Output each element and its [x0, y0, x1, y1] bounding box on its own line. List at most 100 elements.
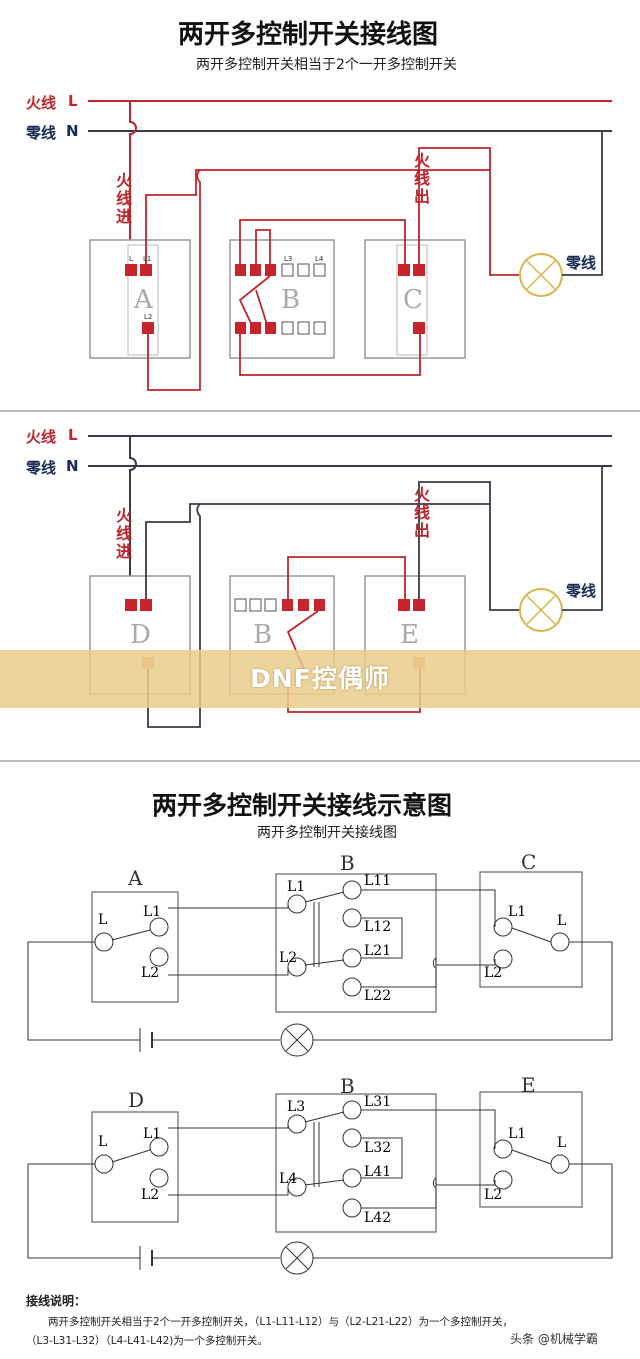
switch-e-label: E — [521, 1073, 536, 1097]
lamp-cross — [285, 1028, 309, 1052]
switch-d-box — [91, 1111, 179, 1223]
wire — [361, 1137, 403, 1179]
neutral-letter: N — [66, 122, 79, 140]
terminal — [282, 599, 293, 611]
traveler-wire — [239, 334, 421, 376]
traveler-wire — [255, 229, 271, 264]
switch-a-box — [91, 891, 179, 1003]
contact-label: L — [557, 1135, 567, 1151]
contact — [94, 1154, 114, 1174]
switch-blade — [304, 1179, 345, 1186]
contact-label: L41 — [364, 1164, 392, 1180]
contact — [342, 948, 362, 968]
terminal — [249, 598, 262, 612]
live-label: 火线 — [26, 428, 57, 446]
switch-blade — [111, 1149, 151, 1163]
switch-b-box — [275, 873, 437, 1013]
schematic-panel: 两开多控制开关接线示意图 两开多控制开关接线图 A B C L L1 L2 L1… — [0, 762, 640, 1359]
terminal — [235, 322, 246, 334]
switch-e-box — [479, 1091, 583, 1208]
live-letter: L — [68, 426, 78, 444]
contact-label: L3 — [287, 1099, 306, 1115]
switch-b-body — [229, 239, 335, 359]
switch-b-letter: B — [281, 285, 301, 315]
terminal-label: L — [129, 255, 133, 263]
watermark-text: DNF控偶师 — [250, 664, 390, 693]
terminal — [250, 264, 261, 276]
traveler-wire — [255, 289, 271, 335]
terminal-label: L1 — [143, 255, 152, 263]
switch-e-letter: E — [400, 620, 419, 650]
contact — [149, 917, 169, 937]
terminal — [413, 322, 425, 334]
terminal — [281, 321, 294, 335]
terminal — [413, 264, 425, 276]
lamp-cross — [285, 1246, 309, 1270]
schematic-title: 两开多控制开关接线示意图 — [152, 791, 453, 820]
switch-blade — [511, 1149, 552, 1165]
switch-a-label: A — [128, 866, 143, 890]
wire — [313, 1163, 613, 1259]
contact-label: L11 — [364, 873, 392, 889]
terminal — [313, 263, 326, 277]
switch-c-box — [479, 871, 583, 988]
contact-label: L4 — [279, 1171, 298, 1187]
contact — [493, 949, 513, 969]
switch-blade — [304, 891, 345, 903]
live-out-label: 火线出 — [411, 486, 430, 540]
live-letter: L — [68, 92, 78, 110]
wire — [168, 904, 289, 909]
contact-label: L2 — [141, 1187, 160, 1203]
live-out-label: 火线出 — [411, 152, 430, 206]
neutral-label: 零线 — [26, 124, 57, 142]
switch-a-letter: A — [134, 285, 153, 315]
contact-label: L31 — [364, 1094, 392, 1110]
neutral-label: 零线 — [26, 459, 57, 477]
top-wiring-panel: 两开多控制开关接线图 两开多控制开关相当于2个一开多控制开关 火线 L 零线 N… — [0, 0, 640, 410]
terminal-label: L4 — [315, 255, 324, 263]
contact-label: L22 — [364, 988, 392, 1004]
live-in-wire — [129, 436, 137, 592]
terminal — [142, 322, 154, 334]
terminal — [298, 599, 309, 611]
traveler-wire — [287, 556, 406, 599]
contact — [342, 908, 362, 928]
wire — [27, 1163, 140, 1259]
switch-b-label: B — [340, 1074, 355, 1098]
contact-label: L42 — [364, 1210, 392, 1226]
switch-a-body — [89, 239, 191, 359]
switch-b-box — [275, 1093, 437, 1233]
contact — [550, 932, 570, 952]
wire — [313, 941, 613, 1041]
wire — [361, 917, 403, 959]
terminal — [264, 598, 277, 612]
contact-label: L2 — [484, 965, 503, 981]
contact — [342, 1100, 362, 1120]
terminal — [398, 599, 410, 611]
switch-b-letter: B — [253, 620, 273, 650]
contact — [149, 947, 169, 967]
contact-label: L1 — [508, 1126, 527, 1142]
contact-label: L1 — [287, 879, 306, 895]
contact — [493, 917, 513, 937]
contact — [342, 1128, 362, 1148]
neutral-wire — [562, 131, 603, 276]
traveler-wire — [145, 169, 490, 264]
terminal — [125, 599, 137, 611]
live-in-label: 火线进 — [113, 507, 132, 561]
terminal — [235, 264, 246, 276]
wire — [168, 1187, 289, 1196]
neutral-letter: N — [66, 457, 79, 475]
contact — [287, 1114, 307, 1134]
contact — [149, 1137, 169, 1157]
notes-line-1: 两开多控制开关相当于2个一开多控制开关，（L1-L11-L12）与（L2-L21… — [48, 1316, 513, 1328]
terminal — [413, 599, 425, 611]
switch-d-letter: D — [130, 620, 151, 650]
terminal — [234, 598, 247, 612]
wire — [361, 889, 496, 927]
terminal — [398, 264, 410, 276]
contact — [342, 1198, 362, 1218]
switch-c-body — [364, 239, 466, 359]
terminal — [313, 321, 326, 335]
contact — [342, 880, 362, 900]
